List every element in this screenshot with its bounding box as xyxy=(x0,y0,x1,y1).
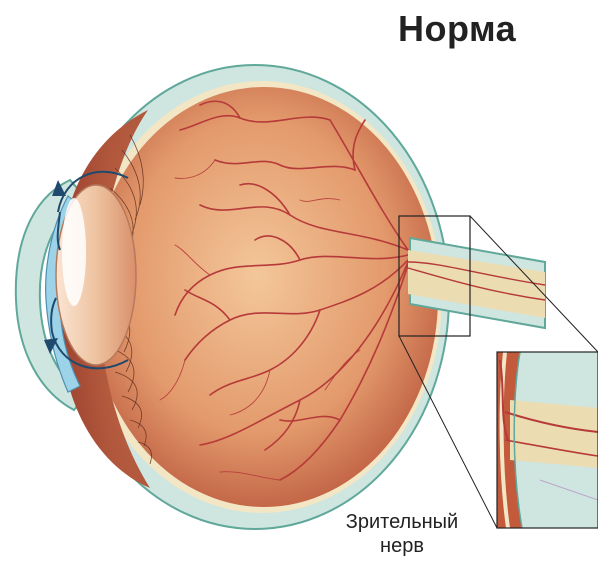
optic-nerve-label-line2: нерв xyxy=(322,534,482,558)
page-title: Норма xyxy=(398,8,588,50)
zoom-inset xyxy=(497,352,598,528)
retina xyxy=(90,87,438,507)
lens-highlight xyxy=(62,198,86,306)
optic-nerve-label-line1: Зрительный xyxy=(322,510,482,534)
optic-nerve-label: Зрительный нерв xyxy=(322,510,482,558)
